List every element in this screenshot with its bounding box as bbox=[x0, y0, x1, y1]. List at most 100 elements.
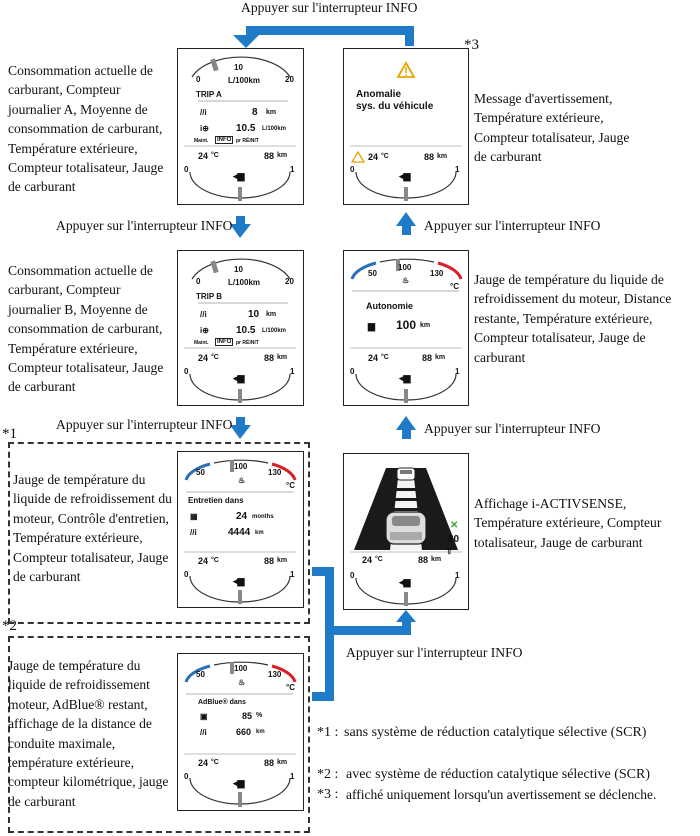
step-label-right-2: Appuyer sur l'interrupteur INFO bbox=[424, 421, 601, 436]
step-label-left-2: Appuyer sur l'interrupteur INFO bbox=[56, 417, 233, 432]
description-activsense: Affichage i-ACTIVSENSE, Température exté… bbox=[474, 496, 662, 550]
description-warning: Message d'avertissement, Température ext… bbox=[474, 91, 630, 165]
step-label-left-1: Appuyer sur l'interrupteur INFO bbox=[56, 218, 233, 233]
distance-warning-icon: ⇧ bbox=[446, 547, 453, 556]
right-arrow-2-shaft bbox=[402, 429, 411, 439]
trip-a-fuel-empty: 0 bbox=[184, 165, 189, 174]
warning-fuel-empty: 0 bbox=[350, 165, 355, 174]
maintenance-distance-value: 4444 bbox=[228, 527, 251, 538]
trip-b-fuel-full: 1 bbox=[290, 367, 295, 376]
range-fuel-full: 1 bbox=[455, 367, 460, 376]
trip-b-tick-10: 10 bbox=[234, 265, 243, 274]
lead-vehicle-icon bbox=[396, 467, 416, 481]
trip-a-avg-value: 10.5 bbox=[236, 123, 256, 134]
group-without-scr bbox=[8, 442, 310, 624]
range-odo-unit: km bbox=[435, 354, 446, 361]
warning-line-1: Anomalie bbox=[356, 89, 402, 100]
trip-a-tick-10: 10 bbox=[234, 63, 243, 72]
right-arrow-1-shaft bbox=[402, 225, 411, 235]
maintenance-fuel-full: 1 bbox=[290, 570, 295, 579]
warning-temp-unit: °C bbox=[381, 153, 389, 160]
fuel-pump-icon: ◂▆ bbox=[233, 576, 245, 586]
adblue-distance-unit: km bbox=[256, 729, 265, 735]
trip-a-tick-20: 20 bbox=[285, 75, 294, 84]
adblue-title: AdBlue® dans bbox=[198, 699, 246, 706]
activsense-temp: 24 bbox=[362, 555, 373, 565]
adblue-tick-130: 130 bbox=[268, 670, 282, 679]
adblue-tick-100: 100 bbox=[234, 664, 248, 673]
maintenance-tick-50: 50 bbox=[196, 468, 205, 477]
trip-b-distance-unit: km bbox=[266, 311, 277, 318]
maintenance-graphics bbox=[184, 459, 297, 604]
bottom-line-up bbox=[402, 620, 411, 635]
trip-a-distance-value: 8 bbox=[252, 107, 258, 118]
trip-b-temp-unit: °C bbox=[211, 354, 219, 361]
footnote-2-number: *2 : bbox=[317, 767, 339, 782]
maintenance-tick-130: 130 bbox=[268, 468, 282, 477]
screen-range: 50 100 130 °C ♨ Autonomie ▆ 100 km 24 °C… bbox=[343, 250, 469, 406]
warning-temp: 24 bbox=[368, 152, 379, 162]
step-label-right-1: Appuyer sur l'interrupteur INFO bbox=[424, 218, 601, 233]
left-arrow-1-shaft bbox=[236, 216, 245, 225]
trip-a-hint-pre: Maint. bbox=[194, 138, 209, 144]
activsense-odo-unit: km bbox=[431, 556, 442, 563]
adblue-odo-unit: km bbox=[277, 759, 288, 766]
trip-b-distance-value: 10 bbox=[248, 309, 260, 320]
fuel-pump-icon: ◂▆ bbox=[399, 373, 411, 383]
bottom-line-2 bbox=[312, 692, 334, 701]
step-label-bottom: Appuyer sur l'interrupteur INFO bbox=[346, 645, 523, 660]
range-tick-50: 50 bbox=[368, 269, 377, 278]
maintenance-odo-unit: km bbox=[277, 557, 288, 564]
footnote-3-text: affiché uniquement lorsqu'un avertisseme… bbox=[346, 787, 657, 802]
maintenance-tick-100: 100 bbox=[234, 462, 248, 471]
range-temp: 24 bbox=[368, 353, 379, 363]
maintenance-temp: 24 bbox=[198, 556, 209, 566]
trip-b-hint-pre: Maint. bbox=[194, 340, 209, 346]
footnote-3-number: *3 : bbox=[317, 787, 339, 802]
maintenance-distance-unit: km bbox=[255, 530, 264, 536]
footnote-2-text: avec système de réduction catalytique sé… bbox=[346, 767, 651, 782]
warning-odo: 88 bbox=[424, 152, 435, 162]
activsense-temp-unit: °C bbox=[375, 556, 383, 563]
top-loop-line-right bbox=[405, 26, 414, 46]
trip-a-gauge-unit: L/100km bbox=[228, 76, 261, 85]
top-loop-line-horizontal bbox=[246, 26, 414, 35]
activsense-graphics bbox=[350, 467, 462, 606]
top-loop-arrowhead bbox=[233, 35, 259, 48]
screen-adblue: 50 100 130 °C ♨ AdBlue® dans ▣ 85 % //i … bbox=[177, 653, 304, 811]
right-arrow-1-head bbox=[396, 212, 416, 226]
range-title: Autonomie bbox=[366, 301, 413, 311]
bottom-arrowhead bbox=[396, 610, 416, 622]
screen-warning: Anomalie sys. du véhicule 24 °C 88 km 0 … bbox=[343, 48, 469, 205]
fuel-pump-icon: ◂▆ bbox=[233, 778, 245, 788]
trip-b-hint-post: pr RÉINIT bbox=[236, 340, 259, 346]
bottom-line-1 bbox=[312, 567, 334, 576]
range-fuel-empty: 0 bbox=[350, 367, 355, 376]
trip-a-odo: 88 bbox=[264, 151, 275, 161]
trip-b-gauge-unit: L/100km bbox=[228, 278, 261, 287]
maintenance-gauge-unit: °C bbox=[286, 481, 295, 490]
screen-trip-b: 0 10 20 L/100km TRIP B //i 10 km i⊕ 10.5… bbox=[177, 250, 304, 406]
calendar-icon: ▦ bbox=[190, 512, 198, 521]
trip-b-hint-key: INFO bbox=[215, 338, 234, 346]
trip-a-avg-unit: L/100km bbox=[262, 126, 287, 132]
fuel-pump-icon: ◂▆ bbox=[233, 171, 245, 181]
coolant-icon: ♨ bbox=[402, 276, 410, 285]
activsense-odo: 88 bbox=[418, 555, 429, 565]
warning-fuel-full: 1 bbox=[455, 165, 460, 174]
adblue-level-unit: % bbox=[256, 712, 263, 719]
left-arrow-2-head bbox=[230, 425, 251, 439]
trip-b-tick-0: 0 bbox=[196, 277, 201, 286]
own-vehicle-icon bbox=[385, 511, 427, 545]
activsense-fuel-full: 1 bbox=[455, 571, 460, 580]
description-trip-a: Consommation actuelle de carburant, Comp… bbox=[8, 63, 164, 195]
range-tick-100: 100 bbox=[398, 263, 412, 272]
trip-a-tick-0: 0 bbox=[196, 75, 201, 84]
trip-b-odo: 88 bbox=[264, 353, 275, 363]
coolant-icon: ♨ bbox=[238, 678, 246, 687]
adblue-distance-icon: //i bbox=[200, 728, 207, 737]
trip-a-title: TRIP A bbox=[196, 90, 222, 99]
adblue-gauge-unit: °C bbox=[286, 683, 295, 692]
trip-a-temp-unit: °C bbox=[211, 152, 219, 159]
